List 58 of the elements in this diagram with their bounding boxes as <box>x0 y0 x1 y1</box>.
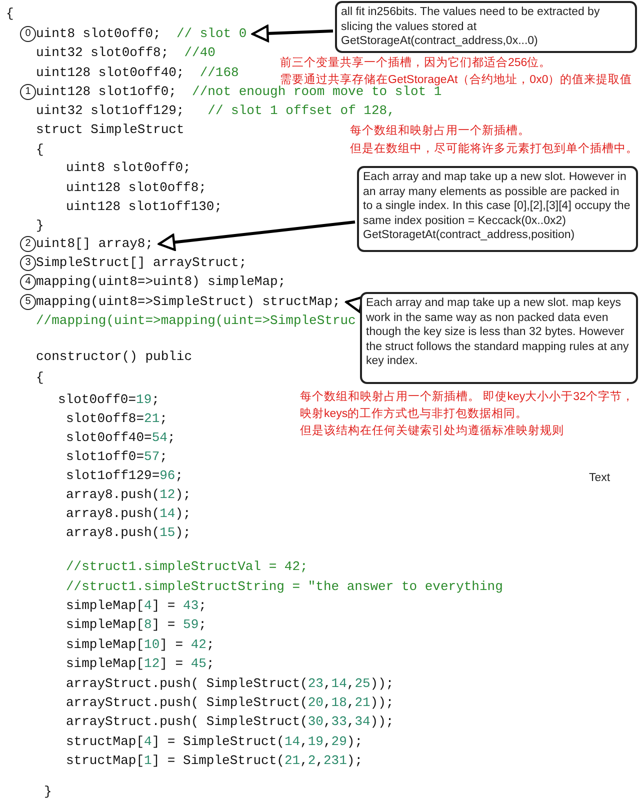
code-line: simpleMap[10] = 42; <box>66 637 214 653</box>
text-label: Text <box>589 472 610 484</box>
code-line: //mapping(uint=>mapping(uint=>SimpleStruc <box>36 313 356 329</box>
code-line: SimpleStruct[] arrayStruct; <box>36 255 247 271</box>
code-line: arrayStruct.push( SimpleStruct(30,33,34)); <box>66 714 394 730</box>
note-text: 映射keys的工作方式也与非打包数据相同。 <box>300 407 528 422</box>
code-line: slot1off129=96; <box>66 468 184 484</box>
callout-box: all fit in256bits. The values need to be extracted by slicing the values stored at GetStorageAt(contract_address,0x...0) <box>335 1 637 52</box>
note-text: 每个数组和映射占用一个新插槽。 即使key大小小于32个字节， <box>300 390 634 405</box>
code-line: simpleMap[12] = 45; <box>66 656 214 672</box>
callout-number: 1 <box>20 84 36 100</box>
code-line: } <box>44 784 52 800</box>
code-line: { <box>36 142 44 158</box>
arrow <box>252 24 334 42</box>
code-line: array8.push(12); <box>66 487 191 503</box>
code-line: uint8[] array8; <box>36 236 154 252</box>
code-line: slot0off0=19; <box>58 392 160 408</box>
code-line: arrayStruct.push( SimpleStruct(20,18,21)); <box>66 695 394 711</box>
note-text: 但是该结构在任何关键索引处均遵循标准映射规则 <box>300 424 564 439</box>
code-line: slot0off40=54; <box>66 430 176 446</box>
callout-number: 2 <box>20 236 36 252</box>
code-line: struct SimpleStruct <box>36 122 184 138</box>
code-line: uint8 slot0off0; // slot 0 <box>36 26 247 42</box>
arrow <box>158 220 356 251</box>
callout-number: 4 <box>20 274 36 290</box>
code-line: constructor() public <box>36 349 192 365</box>
code-line: //struct1.simpleStructVal = 42; <box>66 559 308 575</box>
code-line: //struct1.simpleStructString = "the answer to everything <box>66 579 503 595</box>
callout-number: 3 <box>20 255 36 271</box>
code-line: uint128 slot1off130; <box>66 199 222 215</box>
code-line: uint8 slot0off0; <box>66 160 191 176</box>
code-line: mapping(uint8=>uint8) simpleMap; <box>36 274 286 290</box>
note-text: 但是在数组中，尽可能将许多元素打包到单个插槽中。 <box>350 142 638 157</box>
code-line: simpleMap[8] = 59; <box>66 617 206 633</box>
code-line: array8.push(14); <box>66 506 191 522</box>
code-line: structMap[1] = SimpleStruct(21,2,231); <box>66 753 363 769</box>
callout-number: 5 <box>20 294 36 310</box>
code-line: slot1off0=57; <box>66 449 168 465</box>
note-text: 每个数组和映射占用一个新插槽。 <box>350 124 530 139</box>
code-line: structMap[4] = SimpleStruct(14,19,29); <box>66 734 363 750</box>
code-line: uint128 slot1off0; //not enough room move to slot 1 <box>36 84 442 100</box>
code-line: uint128 slot0off40; //168 <box>36 65 239 81</box>
code-line: slot0off8=21; <box>66 411 168 427</box>
callout-box: Each array and map take up a new slot. map keys work in the same way as non packed data even though the key size is less than 32 bytes. However the struct follows the standard mapping rules at any key index. <box>360 292 638 384</box>
code-line: uint32 slot0off8; //40 <box>36 45 216 61</box>
callout-number: 0 <box>20 26 36 42</box>
code-line: } <box>36 218 44 234</box>
code-line: uint32 slot1off129; // slot 1 offset of 128, <box>36 103 395 119</box>
code-line: array8.push(15); <box>66 525 191 541</box>
callout-box: Each array and map take up a new slot. However in an array many elements as possible are packed in to a single index. In this case [0],[2],[3][4] occupy the same index position = Keccack(0x..0x2) GetStoragetAt(contract_address,position) <box>357 166 638 252</box>
note-text: 前三个变量共享一个插槽，因为它们都适合256位。 <box>280 56 552 71</box>
code-line: { <box>6 6 14 22</box>
code-line: { <box>36 370 44 386</box>
code-line: mapping(uint8=>SimpleStruct) structMap; <box>36 294 340 310</box>
note-text: 需要通过共享存储在GetStorageAt（合约地址，0x0）的值来提取值 <box>280 73 632 86</box>
code-line: arrayStruct.push( SimpleStruct(23,14,25)); <box>66 676 394 692</box>
code-line: simpleMap[4] = 43; <box>66 598 206 614</box>
code-line: uint128 slot0off8; <box>66 180 206 196</box>
